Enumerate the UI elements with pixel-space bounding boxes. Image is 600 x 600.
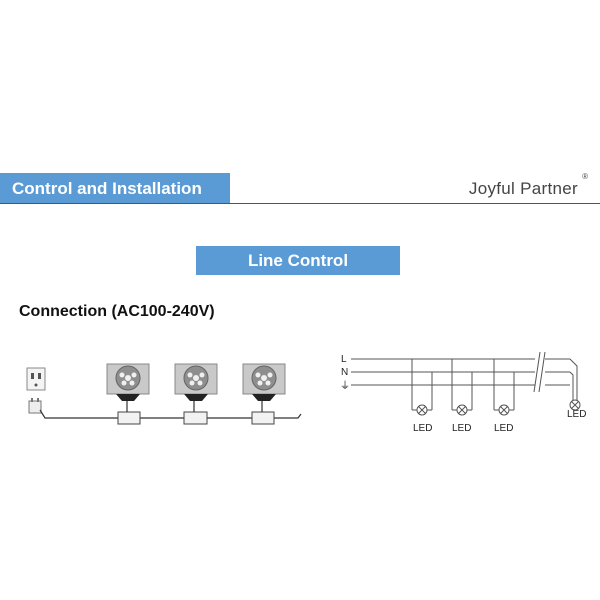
- led-label: LED: [413, 423, 432, 434]
- brand-name: Joyful Partner: [468, 179, 578, 198]
- led-label: LED: [567, 409, 586, 420]
- break-mark: [533, 351, 541, 393]
- power-plug-icon: [28, 398, 42, 414]
- led-symbol-icon: [569, 399, 581, 411]
- cable-segment: [274, 413, 302, 419]
- power-outlet-icon: [26, 367, 46, 391]
- connection-title: Connection (AC100-240V): [19, 303, 215, 320]
- led-symbol-icon: [416, 404, 428, 416]
- inground-lamp-icon: [174, 363, 218, 401]
- header-divider: [0, 203, 600, 204]
- power-cable: [39, 409, 118, 419]
- live-line-label: L: [341, 354, 347, 365]
- led-symbol-icon: [498, 404, 510, 416]
- led-label: LED: [452, 423, 471, 434]
- led-label: LED: [494, 423, 513, 434]
- connector-box: [251, 411, 275, 425]
- inground-lamp-icon: [242, 363, 286, 401]
- earth-line-label: ⏚: [340, 380, 350, 392]
- connector-box: [183, 411, 208, 425]
- neutral-line-label: N: [341, 367, 348, 378]
- inground-lamp-icon: [106, 363, 150, 401]
- section-header-tab: Control and Installation: [0, 173, 230, 204]
- connector-box: [117, 411, 141, 425]
- break-mark: [538, 351, 546, 393]
- led-symbol-icon: [456, 404, 468, 416]
- line-control-tab: Line Control: [196, 246, 400, 275]
- registered-mark: ®: [582, 172, 588, 181]
